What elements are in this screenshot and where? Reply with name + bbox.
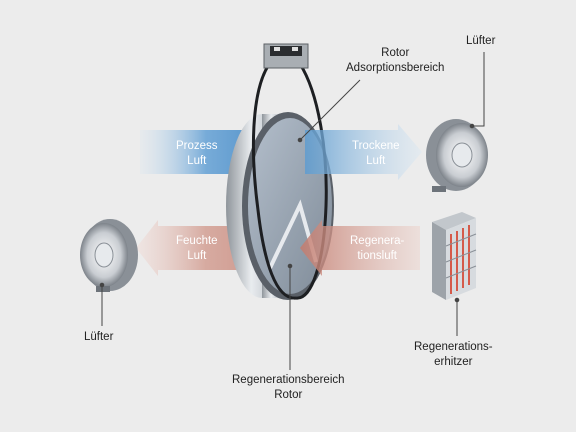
label-line: Regenera- — [350, 235, 405, 247]
label-line: Rotor — [381, 47, 410, 59]
label-line: Regenerationsbereich — [232, 374, 345, 386]
label-line: Luft — [187, 250, 207, 262]
label-line: Feuchte — [176, 235, 218, 247]
label-dry-air: Trockene Luft — [352, 139, 400, 169]
label-line: Luft — [187, 155, 207, 167]
label-humid-air: Feuchte Luft — [176, 234, 218, 264]
label-line: Rotor — [274, 389, 303, 401]
leader-lines — [99, 52, 485, 370]
fan-right-icon — [426, 119, 488, 192]
label-line: Prozess — [176, 140, 218, 152]
label-line: tionsluft — [357, 250, 397, 262]
label-line: Luft — [366, 155, 386, 167]
label-line: erhitzer — [434, 356, 473, 368]
label-process-air: Prozess Luft — [176, 139, 218, 169]
label-line: Trockene — [352, 140, 400, 152]
label-regeneration-heater: Regenerations- erhitzer — [414, 340, 493, 370]
label-line: Regenerations- — [414, 341, 493, 353]
label-fan-left: Lüfter — [84, 331, 114, 343]
heater-icon — [432, 212, 477, 300]
label-regeneration-air: Regenera- tionsluft — [350, 234, 404, 264]
drive-motor-icon — [263, 43, 309, 69]
label-line: Adsorptionsbereich — [346, 62, 445, 74]
dry-air-arrow — [305, 124, 422, 180]
regeneration-air-arrow — [300, 220, 420, 276]
fan-left-icon — [80, 219, 138, 292]
label-rotor-regeneration: Regenerationsbereich Rotor — [232, 373, 345, 403]
label-rotor-adsorption: Rotor Adsorptionsbereich — [346, 46, 444, 76]
label-fan-top: Lüfter — [466, 35, 496, 47]
